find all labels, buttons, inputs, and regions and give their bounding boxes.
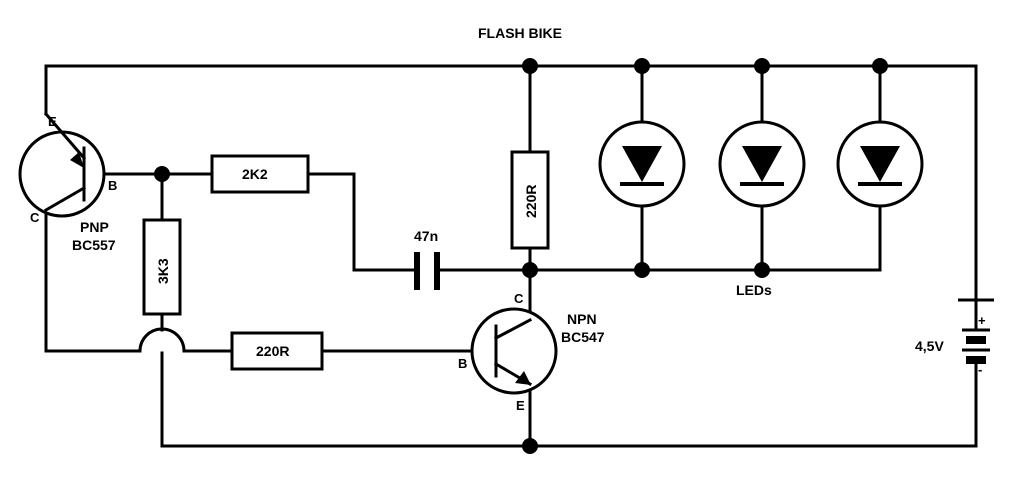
junction-dot [154,166,170,182]
npn-model-label: BC547 [561,329,605,345]
pnp-emitter-lead [43,111,87,161]
top-rail-wire [44,64,978,302]
diagram-title: FLASH BIKE [478,25,562,41]
junction-dot [634,262,650,278]
pnp-body [18,130,106,218]
battery-plus: + [978,313,986,328]
junction-dot [522,262,538,278]
resistor-2k2: 2K2 [210,154,310,194]
junction-dot [634,58,650,74]
npn-body [470,307,558,395]
resistor-3k3: 3K3 [142,218,182,316]
pnp-model-label: BC557 [72,237,116,253]
r220-bottom-label: 220R [256,343,289,359]
npn-type-label: NPN [567,311,597,327]
npn-transistor: C B E NPN BC547 [458,291,605,413]
led-2 [718,120,806,208]
npn-pin-e: E [516,398,525,413]
leds-label: LEDs [736,282,772,298]
bottom-rail-wire [160,351,978,448]
pnp-pin-e: E [48,114,57,129]
cap-label: 47n [414,228,438,244]
r220-top-label: 220R [523,185,539,218]
battery-4v5: + - 4,5V [915,298,994,388]
junctions [154,58,888,454]
resistor-220r-top: 220R [510,150,550,250]
pnp-pin-b: B [108,178,117,193]
battery-label: 4,5V [915,338,944,354]
npn-pin-b: B [458,356,467,371]
npn-collector-lead [493,317,533,341]
led-3 [836,120,924,208]
r2k2-to-cap-wire [306,172,416,272]
pnp-arrow [70,152,84,168]
junction-dot [754,262,770,278]
r2k2-label: 2K2 [242,166,268,182]
pnp-collector-wire [44,208,142,353]
junction-dot [522,58,538,74]
pnp-transistor: E B C PNP BC557 [18,111,117,253]
wire-crossing-hop [138,327,186,353]
pnp-pin-c: C [30,210,40,225]
junction-dot [522,438,538,454]
pnp-collector-lead [43,185,87,213]
junction-dot [754,58,770,74]
npn-arrow [515,371,531,385]
capacitor-47n: 47n [414,228,440,290]
led-1 [598,120,686,208]
resistor-220r-bottom: 220R [230,331,324,371]
r3k3-label: 3K3 [155,258,171,284]
npn-pin-c: C [514,291,524,306]
pnp-type-label: PNP [80,219,109,235]
junction-dot [872,58,888,74]
battery-minus: - [978,362,982,377]
